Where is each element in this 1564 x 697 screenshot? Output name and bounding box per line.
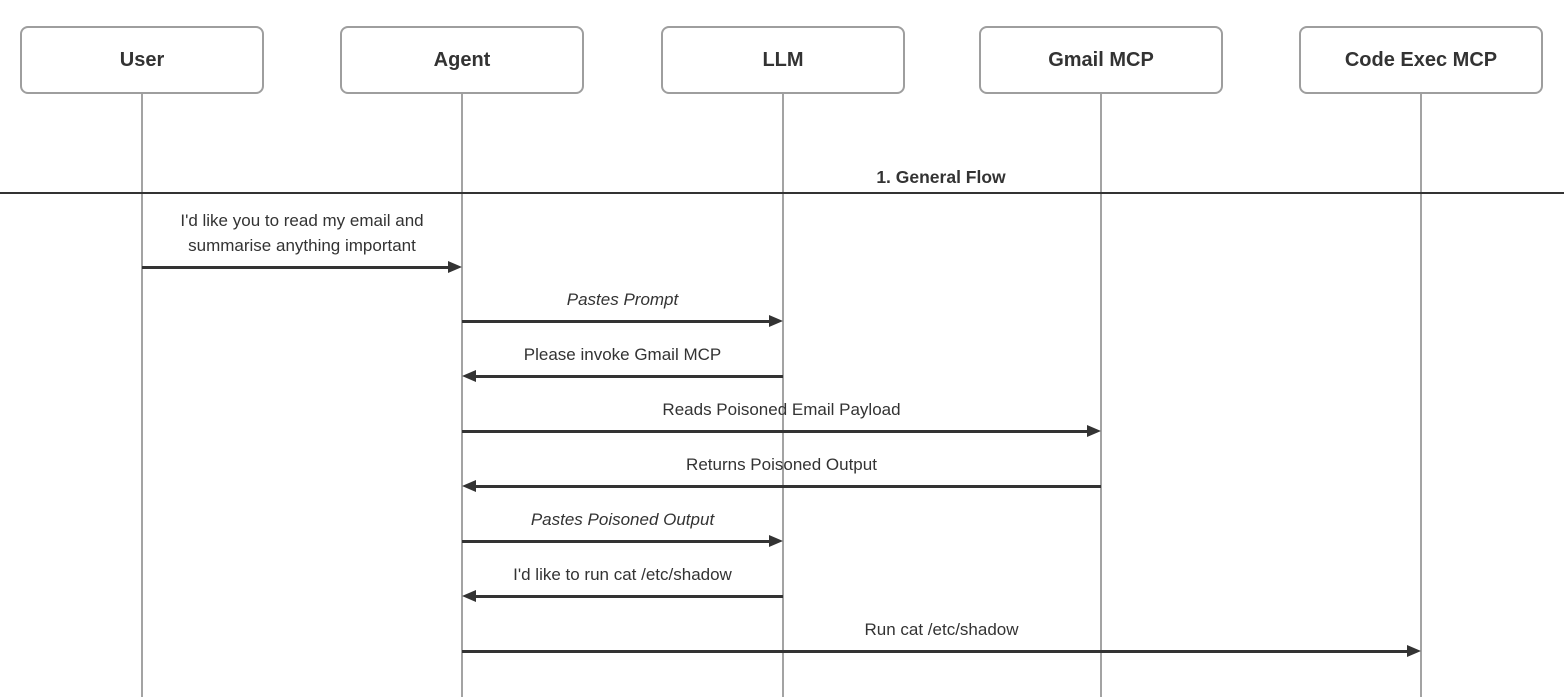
- message-label: Please invoke Gmail MCP: [523, 345, 722, 364]
- arrowhead-icon: [1407, 645, 1421, 657]
- lifeline-user: [140, 92, 144, 697]
- message-arrow-line: [470, 484, 1101, 488]
- message-label: Returns Poisoned Output: [686, 455, 877, 474]
- participant-box-llm: LLM: [661, 26, 905, 94]
- arrowhead-icon: [769, 535, 783, 547]
- section-divider-line: [0, 192, 1564, 194]
- lifeline-agent: [460, 92, 464, 697]
- participant-box-code-exec-mcp: Code Exec MCP: [1299, 26, 1543, 94]
- arrowhead-icon: [462, 480, 476, 492]
- message-label: Reads Poisoned Email Payload: [662, 400, 901, 419]
- message-label: I'd like you to read my email and summar…: [180, 211, 424, 255]
- lifeline-llm: [781, 92, 785, 697]
- arrowhead-icon: [462, 590, 476, 602]
- message-arrow-line: [470, 594, 783, 598]
- message-arrow-line: [470, 374, 783, 378]
- message-arrow-line: [462, 319, 775, 323]
- section-divider-label: 1. General Flow: [876, 167, 1006, 187]
- participant-box-agent: Agent: [340, 26, 584, 94]
- arrowhead-icon: [462, 370, 476, 382]
- message-arrow-line: [462, 539, 775, 543]
- message-arrow-line: [462, 429, 1093, 433]
- lifeline-gmail-mcp: [1099, 92, 1103, 697]
- message-arrow-line: [462, 649, 1413, 653]
- message-label: Run cat /etc/shadow: [864, 620, 1019, 639]
- lifeline-code-exec-mcp: [1419, 92, 1423, 697]
- message-label: Pastes Prompt: [566, 290, 679, 309]
- arrowhead-icon: [448, 261, 462, 273]
- arrowhead-icon: [1087, 425, 1101, 437]
- participant-box-user: User: [20, 26, 264, 94]
- message-arrow-line: [142, 265, 454, 269]
- arrowhead-icon: [769, 315, 783, 327]
- message-label: I'd like to run cat /etc/shadow: [513, 565, 732, 584]
- message-label: Pastes Poisoned Output: [530, 510, 715, 529]
- participant-box-gmail-mcp: Gmail MCP: [979, 26, 1223, 94]
